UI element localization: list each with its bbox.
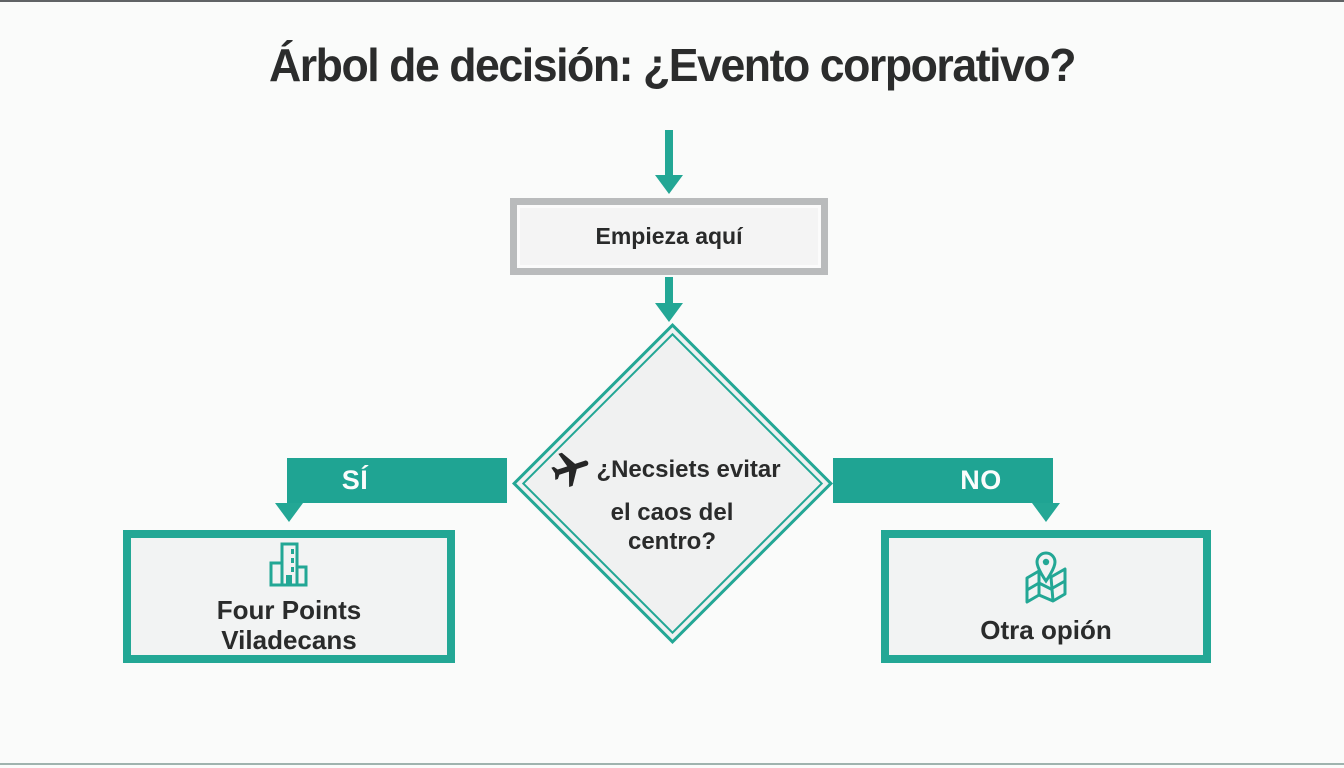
map-icon [1025,550,1067,603]
branch-yes-label: SÍ [341,465,369,495]
decision-question: ¿Necsiets evitar el caos del centro? [551,447,792,556]
arrow-down-icon [275,503,303,522]
outcome-no-node: Otra opión [881,530,1211,663]
start-node: Empieza aquí [510,198,828,275]
outcome-no-label: Otra opión [980,614,1112,645]
start-node-label: Empieza aquí [595,223,743,249]
bottom-edge-line [0,763,1344,765]
decision-question-line1: ¿Necsiets evitar [551,447,781,491]
branch-no-bar: NO [833,458,1053,503]
arrow-down-icon [665,130,673,176]
outcome-yes-node: Four Points Viladecans [123,530,455,663]
top-edge-line [0,0,1344,2]
arrow-down-icon [655,175,683,194]
decision-question-line3: centro? [627,528,716,555]
arrow-down-icon [665,277,673,304]
branch-no-label: NO [960,465,1002,495]
branch-yes-bar: SÍ [287,458,507,503]
outcome-yes-label: Four Points Viladecans [216,594,362,655]
arrow-down-icon [655,303,683,322]
building-icon [269,542,308,586]
arrow-down-icon [1032,503,1060,522]
decision-question-line2: el caos del [610,499,734,526]
airplane-icon [551,452,589,487]
page-title: Árbol de decisión: ¿Evento corporativo? [268,39,1076,91]
